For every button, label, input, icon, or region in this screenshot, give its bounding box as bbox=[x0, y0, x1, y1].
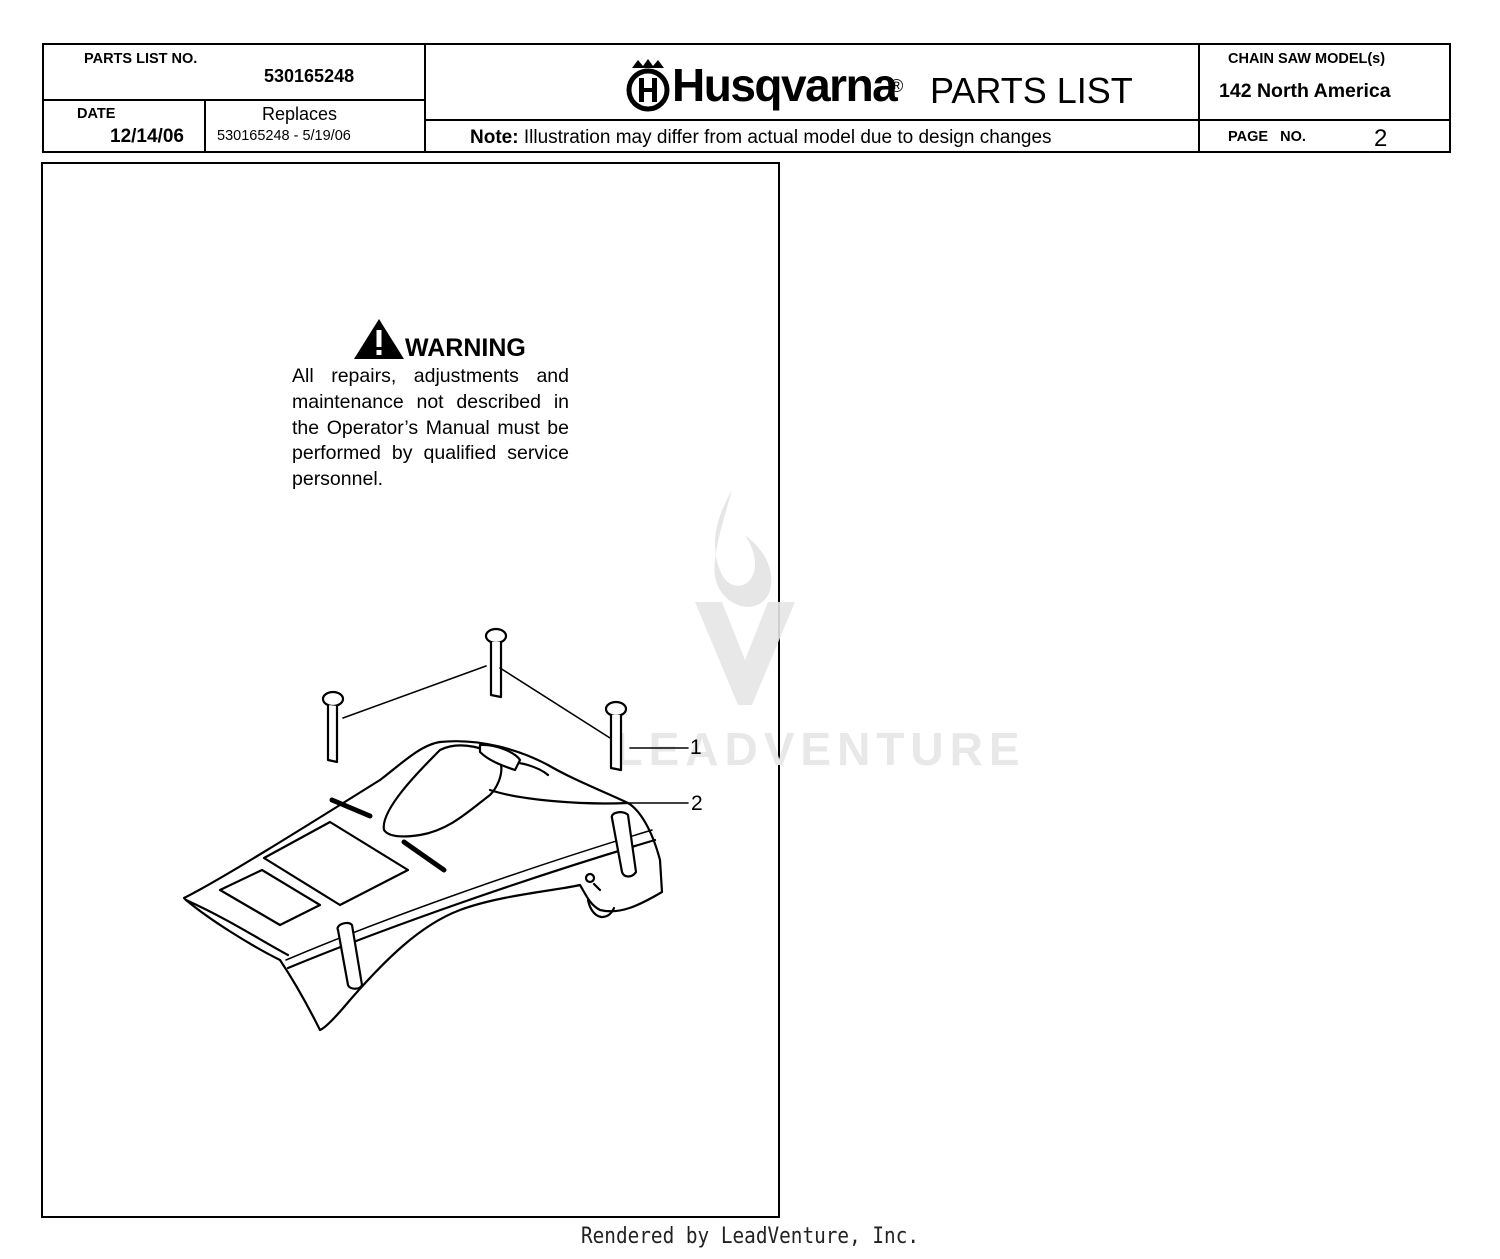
header-divider bbox=[44, 99, 425, 101]
registered-mark: ® bbox=[890, 76, 904, 96]
callout-1: 1 bbox=[690, 736, 702, 759]
header-divider bbox=[1198, 45, 1200, 153]
screw bbox=[321, 690, 345, 764]
header-divider bbox=[424, 45, 426, 153]
watermark-text: LEADVENTURE bbox=[620, 723, 1020, 775]
model-value: 142 North America bbox=[1219, 80, 1391, 102]
leadventure-watermark: LEADVENTURE bbox=[614, 490, 1020, 780]
warning-triangle-icon bbox=[354, 319, 404, 359]
note-text: Illustration may differ from actual mode… bbox=[523, 127, 1052, 148]
header-divider bbox=[204, 100, 206, 153]
warning-title: WARNING bbox=[405, 334, 526, 362]
cylinder-cover bbox=[182, 740, 664, 1032]
callout-2: 2 bbox=[691, 792, 703, 815]
replaces-label: Replaces bbox=[262, 104, 338, 124]
brand-name: Husqvarna bbox=[672, 59, 898, 111]
date-value: 12/14/06 bbox=[110, 126, 184, 147]
document-title: PARTS LIST bbox=[930, 70, 1133, 111]
header-divider bbox=[425, 119, 1449, 121]
warning-text: All repairs, adjustments and maintenance… bbox=[292, 365, 569, 491]
husqvarna-crown-logo-icon bbox=[626, 58, 670, 112]
page-no-value: 2 bbox=[1374, 125, 1388, 152]
warning-heading: WARNING bbox=[353, 318, 573, 366]
illustration-frame bbox=[41, 162, 780, 1218]
parts-list-no-label: PARTS LIST NO. bbox=[84, 51, 198, 67]
note-label: Note: bbox=[470, 127, 519, 148]
screw bbox=[484, 627, 508, 699]
model-label: CHAIN SAW MODEL(s) bbox=[1228, 51, 1386, 67]
parts-illustration bbox=[182, 627, 689, 1032]
date-label: DATE bbox=[77, 106, 116, 122]
parts-list-no: 530165248 bbox=[264, 66, 355, 86]
page-no-label: PAGE NO. bbox=[1228, 129, 1306, 145]
note-line: Note: Illustration may differ from actua… bbox=[470, 127, 1052, 149]
screw bbox=[604, 700, 628, 772]
replaces-value: 530165248 - 5/19/06 bbox=[217, 128, 351, 144]
header-table bbox=[42, 43, 1451, 153]
footer-rendered-by: Rendered by LeadVenture, Inc. bbox=[580, 1224, 920, 1249]
